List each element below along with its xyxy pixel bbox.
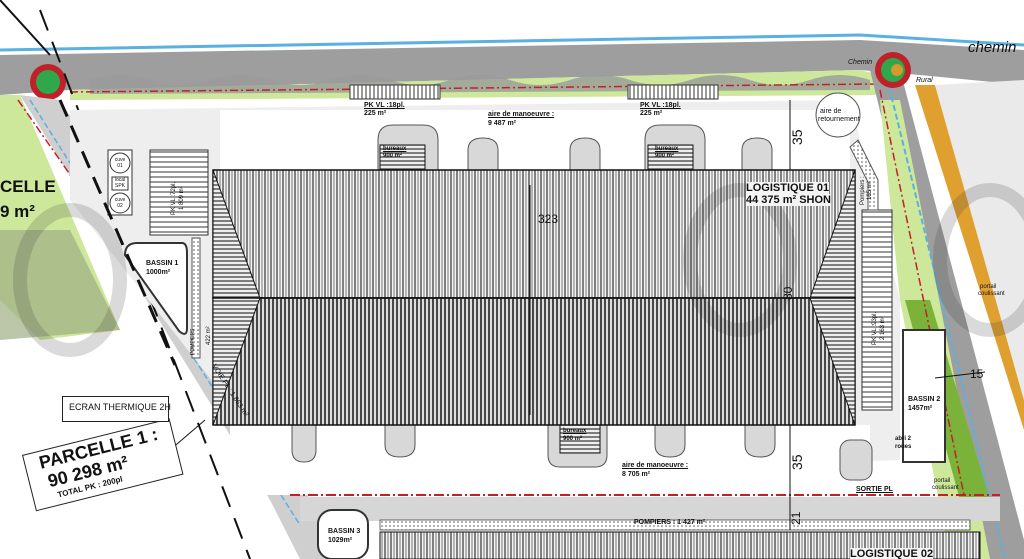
turnaround-line1: aire de [820,108,842,115]
fire-lane-south [379,519,971,531]
fire-lane-west-label: POMPIERS [190,328,196,355]
parcelle-left-area: 9 m² [0,202,35,221]
roundabout-east [875,52,911,88]
basin-2-area: 1457m² [908,405,933,412]
neighbour-parcel-hedge [0,230,120,340]
ecran-thermique-label: ECRAN THERMIQUE 2H [62,396,171,422]
thermal-screen-line [58,99,177,366]
basin-2 [902,329,946,463]
parking-north-west [349,84,441,100]
road-label-chemin: chemin [968,39,1016,56]
parking-north-west-area: 225 m² [364,110,387,117]
basin-3 [317,509,369,559]
east-orange-strip [915,85,1024,430]
parking-west-label: PK VL :72pl. [171,182,177,215]
bike-shelter-line1: abri 2 [895,436,912,442]
turnaround-area [815,92,861,138]
logistique-02-name: LOGISTIQUE 02 [850,548,934,559]
office-north-east [647,144,694,171]
basin-3-area: 1029m² [328,537,353,544]
property-limit-east [879,89,966,501]
office-area: 900 m² [383,153,403,159]
maneuver-north-label: aire de manoeuvre : [488,111,555,118]
arrow-top-left [0,0,51,56]
basin-2-name: BASSIN 2 [908,396,941,403]
parcelle-left-title: CELLE [0,177,56,196]
east-light-strip [935,80,1024,400]
dimension-east: 15 [970,367,984,381]
logistique-01-name: LOGISTIQUE 01 [746,182,830,195]
maneuver-south-area-value: 8 705 m² [622,471,651,478]
watermark-logo [13,183,1024,357]
tank-local-label: local SPK [114,177,126,189]
turnaround-line2: retournement [818,116,860,123]
office-label: bureaux [383,146,407,152]
maneuver-south-label: aire de manoeuvre : [622,462,689,469]
gate-2-line2: coulissant [932,485,959,491]
roundabout-west [30,64,66,100]
gate-2-line1: portail [934,478,951,484]
logistique-01-area: 44 375 m² SHON [746,194,831,207]
fire-lane-east-area: 165 m² [867,181,873,200]
maneuver-north-area-value: 9 487 m² [488,120,517,127]
parking-west-area: 1 809 m² [179,186,185,210]
parking-east-area: 2 163 m² [880,316,886,340]
office-area: 900 m² [655,153,675,159]
office-label: bureaux [655,146,679,152]
exit-truck-label: SORTIE PL [856,486,893,493]
water-channel [0,33,1024,52]
road-label-rural: Rural [916,77,933,84]
south-internal-road [300,497,1000,521]
dimension-gap: 21 [789,511,803,525]
parking-north-east-area: 225 m² [640,110,663,117]
bike-shelter-line2: roues [895,444,912,450]
basin-3-name: BASSIN 3 [328,528,361,535]
road-label-chemin-small: Chemin [848,59,872,66]
parking-west [149,149,209,236]
tank-2-label: cuve 02 [114,197,126,209]
dimension-length: 323 [538,212,558,226]
tank-1-label: cuve 01 [114,157,126,169]
basin-1 [123,242,188,335]
gate-1-line2: coulissant [978,291,1005,297]
tank-area [107,149,133,216]
dimension-south: 35 [789,454,805,470]
office-label: bureaux [563,428,587,434]
parking-north-west-label: PK VL :18pl. [364,102,405,109]
fire-lane-west-area: 422 m² [206,326,212,345]
fire-lane-east-label: Pompiers : [860,176,866,205]
dimension-north: 35 [789,129,805,145]
fire-lane-south-label: POMPIERS : 1 427 m² [634,519,706,526]
parking-east [861,209,893,411]
dimension-lines [529,100,986,530]
dimension-width: 80 [781,286,795,300]
office-area: 900 m² [563,436,583,442]
water-channel-east [884,69,1006,559]
parking-east-label: PK VL :93pl. [872,312,878,345]
fire-lane-east [849,139,879,211]
basin-1-name: BASSIN 1 [146,260,179,267]
office-north-west [379,144,426,171]
basin-1-area: 1000m² [146,269,171,276]
building-logistique-01 [212,169,856,426]
ecran-thermique-text: ECRAN THERMIQUE 2H [69,402,171,412]
parking-north-east [627,84,719,100]
fire-lane-west [191,237,201,359]
property-limit-north [69,83,881,93]
gate-1-line1: portail [980,284,997,290]
parking-north-east-label: PK VL :18pl. [640,102,681,109]
office-south [559,424,601,454]
